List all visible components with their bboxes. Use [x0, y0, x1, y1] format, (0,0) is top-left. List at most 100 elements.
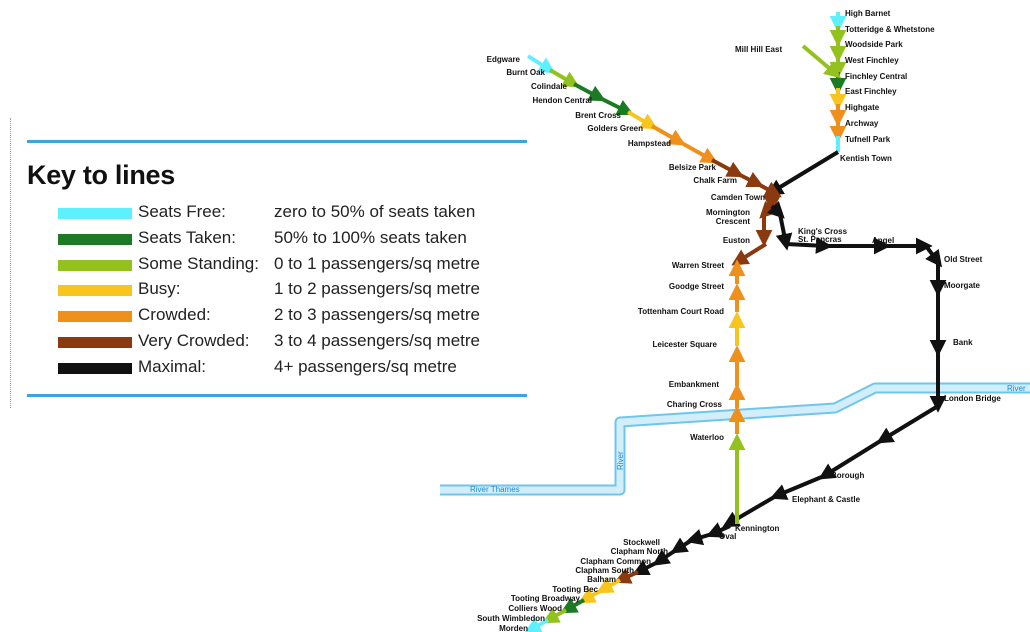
line-segment	[766, 150, 840, 196]
station-kings-cross-1: King's Cross	[798, 227, 848, 236]
station-clapham-south: Clapham South	[575, 566, 634, 575]
line-segments	[524, 12, 947, 632]
station-chalk-farm: Chalk Farm	[693, 176, 737, 185]
river-label-vertical: River	[616, 451, 625, 470]
legend-swatch	[58, 362, 132, 374]
legend-level-description: 1 to 2 passengers/sq metre	[274, 279, 481, 299]
line-segment	[737, 171, 765, 188]
line-segment	[766, 200, 785, 219]
river-thames-label: River Thames	[470, 485, 520, 494]
legend-level-description: 0 to 1 passengers/sq metre	[274, 253, 481, 273]
dotted-edge	[10, 118, 11, 408]
line-segment	[573, 82, 606, 102]
station-warren-street: Warren Street	[672, 261, 725, 270]
station-archway: Archway	[845, 119, 879, 128]
legend-level-description: 4+ passengers/sq metre	[274, 356, 457, 376]
legend-level-description: 2 to 3 passengers/sq metre	[274, 305, 481, 325]
line-segment	[731, 242, 768, 266]
station-camden-town: Camden Town	[711, 193, 765, 202]
legend-level-description: zero to 50% of seats taken	[274, 202, 476, 221]
station-morden: Morden	[499, 624, 528, 632]
legend-level-description: 50% to 100% seats taken	[274, 227, 467, 247]
station-colindale: Colindale	[531, 82, 568, 91]
station-golders-green: Golders Green	[587, 124, 643, 133]
station-totteridge: Totteridge & Whetstone	[845, 25, 935, 34]
legend-level-name: Seats Free:	[138, 202, 226, 221]
station-mornington-crescent-2: Crescent	[716, 217, 751, 226]
station-borough: Borough	[831, 471, 864, 480]
line-segment	[652, 548, 678, 566]
station-highgate: Highgate	[845, 103, 880, 112]
station-clapham-common: Clapham Common	[580, 557, 651, 566]
line-segment	[759, 200, 778, 219]
line-segment	[785, 237, 833, 254]
line-segment	[578, 587, 603, 604]
line-segment	[596, 577, 621, 594]
legend-swatch	[58, 233, 132, 245]
line-segment	[599, 96, 635, 116]
legend-title: Key to lines	[27, 160, 175, 190]
line-segment	[651, 124, 686, 146]
station-woodside-park: Woodside Park	[845, 40, 903, 49]
station-hendon-central: Hendon Central	[532, 96, 592, 105]
line-segment	[560, 597, 585, 614]
station-kings-cross-2: St. Pancras	[798, 235, 842, 244]
station-hampstead: Hampstead	[628, 139, 671, 148]
line-segment	[775, 213, 793, 251]
line-segment	[542, 607, 567, 624]
line-segment	[801, 44, 842, 79]
legend-level-name: Seats Taken:	[138, 227, 236, 247]
line-segment	[876, 404, 940, 444]
line-segment	[679, 140, 718, 164]
line-segment	[548, 68, 580, 88]
station-waterloo: Waterloo	[690, 433, 724, 442]
station-angel: Angel	[872, 236, 894, 245]
line-segment	[524, 617, 549, 632]
station-mornington-crescent-1: Mornington	[706, 208, 750, 217]
line-segment	[685, 529, 713, 546]
station-london-bridge: London Bridge	[944, 394, 1001, 403]
station-clapham-north: Clapham North	[611, 547, 668, 556]
station-kennington: Kennington	[735, 524, 780, 533]
station-euston: Euston	[723, 236, 750, 245]
legend-swatch	[58, 337, 132, 348]
line-segment	[613, 568, 639, 584]
station-mill-hill-east: Mill Hill East	[735, 45, 782, 54]
line-segment	[705, 522, 731, 538]
line-segment	[670, 537, 694, 554]
legend-bottom-rule	[27, 394, 527, 397]
line-segment	[924, 244, 943, 268]
river-label-right: River	[1007, 384, 1026, 393]
station-edgware: Edgware	[487, 55, 521, 64]
station-belsize-park: Belsize Park	[669, 163, 717, 172]
legend-swatch	[58, 259, 132, 271]
station-stockwell: Stockwell	[623, 538, 660, 547]
legend-level-name: Maximal:	[138, 356, 207, 376]
station-tooting-broadway: Tooting Broadway	[511, 594, 581, 603]
station-moorgate: Moorgate	[944, 281, 981, 290]
station-high-barnet: High Barnet	[845, 9, 891, 18]
legend-level-name: Very Crowded:	[138, 331, 250, 350]
line-segment	[757, 181, 782, 198]
station-goodge-street: Goodge Street	[669, 282, 724, 291]
legend-swatch	[58, 311, 132, 323]
station-bank: Bank	[953, 338, 973, 347]
line-segment	[626, 110, 658, 130]
station-kentish-town: Kentish Town	[840, 154, 892, 163]
legend-level-description: 3 to 4 passengers/sq metre	[274, 331, 481, 350]
legend-level-name: Crowded:	[138, 305, 211, 325]
station-old-street: Old Street	[944, 255, 983, 264]
station-burnt-oak: Burnt Oak	[506, 68, 545, 77]
station-leicester-square: Leicester Square	[653, 340, 718, 349]
legend-top-rule	[27, 140, 527, 143]
station-balham: Balham	[587, 575, 616, 584]
line-segment	[631, 559, 659, 576]
line-segment	[526, 54, 556, 74]
station-west-finchley: West Finchley	[845, 56, 899, 65]
station-south-wimbledon: South Wimbledon	[477, 614, 545, 623]
station-tufnell-park: Tufnell Park	[845, 135, 891, 144]
legend-level-name: Some Standing:	[138, 253, 259, 273]
station-embankment: Embankment	[669, 380, 720, 389]
legend-swatch	[58, 208, 132, 219]
